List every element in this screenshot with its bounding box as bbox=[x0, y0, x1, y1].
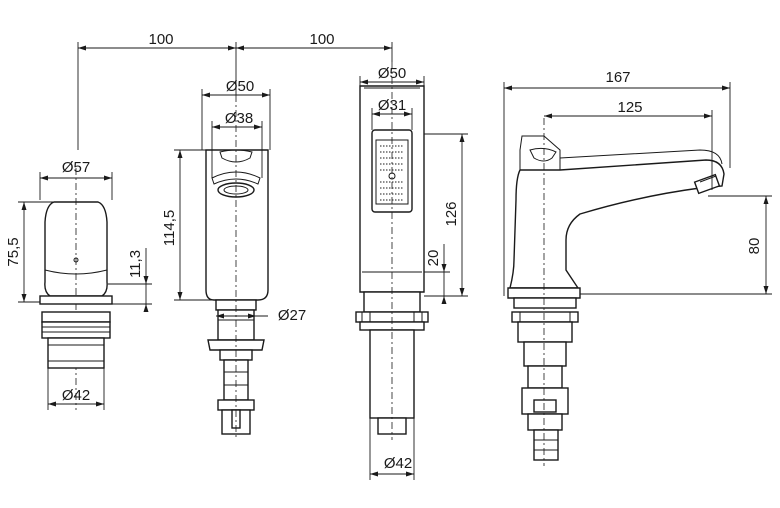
knob-flange-label: 11,3 bbox=[127, 250, 144, 278]
spout-front-view: Ø50 Ø38 114,5 Ø27 bbox=[161, 78, 306, 440]
spacing-left-label: 100 bbox=[148, 31, 173, 48]
side-length-label: 167 bbox=[605, 69, 630, 86]
shower-view: Ø50 Ø31 126 20 Ø42 bbox=[355, 62, 468, 480]
shower-offset-label: 20 bbox=[425, 250, 442, 267]
spacing-dimension-group: 100 100 bbox=[77, 31, 393, 150]
knob-diameter-label: Ø57 bbox=[62, 159, 90, 176]
knob-height-label: 75,5 bbox=[5, 237, 22, 266]
shower-base-label: Ø42 bbox=[384, 455, 412, 472]
shower-width-label: Ø50 bbox=[378, 65, 406, 82]
spout-side-view: 167 125 80 bbox=[503, 69, 772, 466]
spacing-right-label: 100 bbox=[309, 31, 334, 48]
spout-front-height-label: 114,5 bbox=[161, 210, 178, 246]
spout-front-width-label: Ø50 bbox=[226, 78, 254, 95]
side-reach-label: 125 bbox=[617, 99, 642, 116]
side-height-label: 80 bbox=[746, 238, 763, 255]
shower-face-label: Ø31 bbox=[378, 97, 406, 114]
knob-base-label: Ø42 bbox=[62, 387, 90, 404]
shower-height-label: 126 bbox=[443, 201, 460, 226]
spout-aerator-label: Ø38 bbox=[225, 110, 253, 127]
spout-shank-label: Ø27 bbox=[278, 307, 306, 324]
knob-view: Ø57 75,5 11,3 Ø42 bbox=[5, 159, 152, 410]
